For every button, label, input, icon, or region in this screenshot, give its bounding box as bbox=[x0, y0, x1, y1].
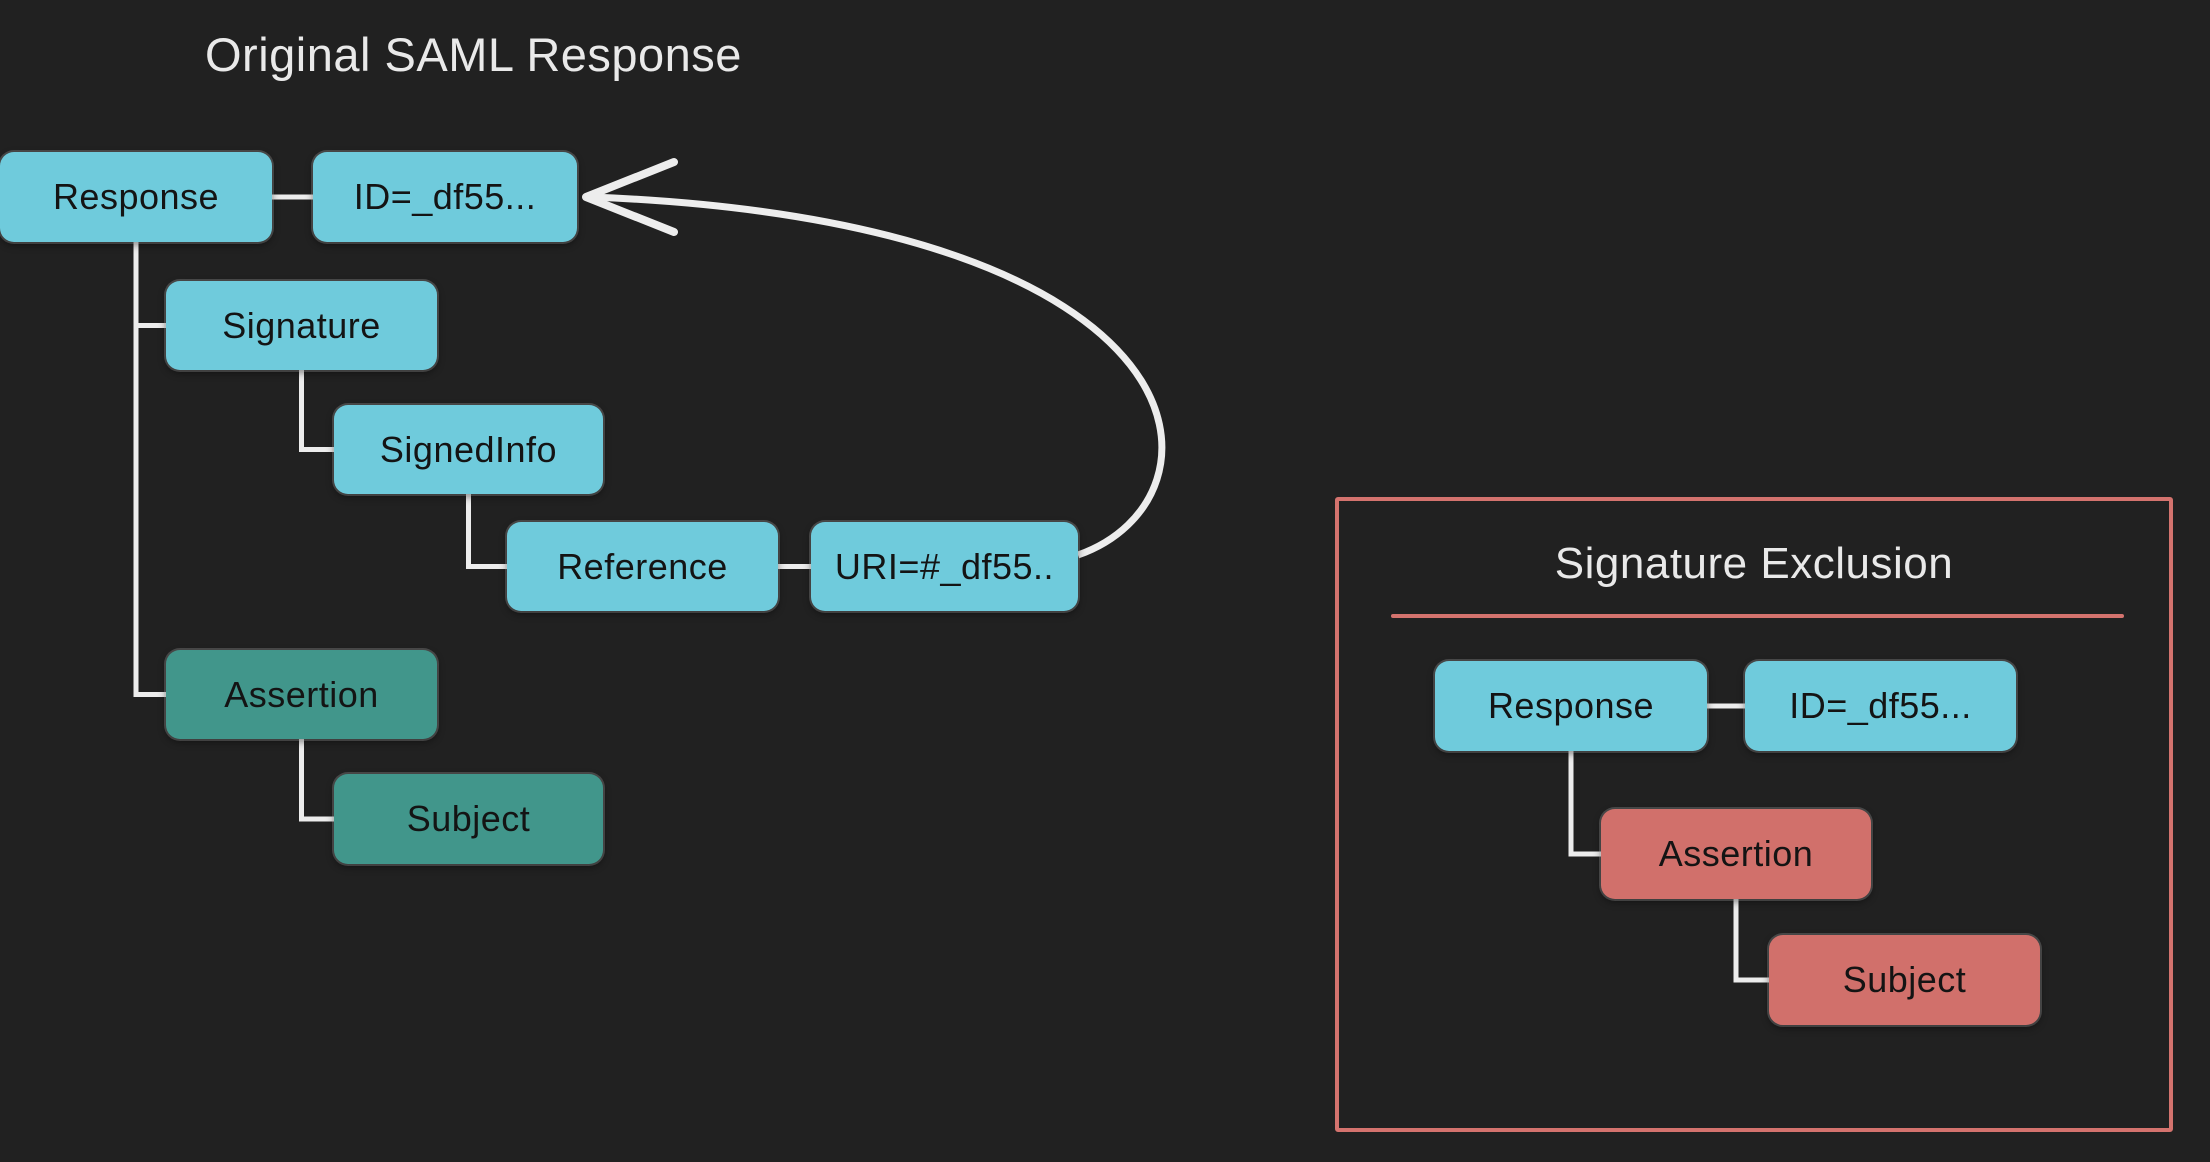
panel-title: Signature Exclusion bbox=[1554, 539, 1954, 588]
panel-node-assertion: Assertion bbox=[1601, 809, 1871, 899]
node-response: Response bbox=[0, 152, 272, 242]
panel-title-underline bbox=[1391, 614, 2124, 618]
edge-response-assertion bbox=[133, 242, 166, 697]
node-id-attribute: ID=_df55... bbox=[313, 152, 577, 242]
edge-assertion-subject bbox=[299, 739, 334, 822]
reference-to-id-arrow bbox=[582, 158, 1166, 559]
node-subject: Subject bbox=[334, 774, 603, 864]
panel-node-subject: Subject bbox=[1769, 935, 2040, 1025]
node-reference: Reference bbox=[507, 522, 778, 611]
edge-signature-signedinfo bbox=[299, 370, 334, 452]
node-signedinfo: SignedInfo bbox=[334, 405, 603, 494]
panel-node-id-attribute: ID=_df55... bbox=[1745, 661, 2016, 751]
node-uri-attribute: URI=#_df55.. bbox=[811, 522, 1078, 611]
signature-exclusion-panel: Signature Exclusion bbox=[1335, 497, 2173, 1132]
edge-signedinfo-reference bbox=[466, 494, 507, 569]
left-diagram-title: Original SAML Response bbox=[205, 28, 742, 81]
panel-node-response: Response bbox=[1435, 661, 1707, 751]
node-signature: Signature bbox=[166, 281, 437, 370]
node-assertion: Assertion bbox=[166, 650, 437, 739]
